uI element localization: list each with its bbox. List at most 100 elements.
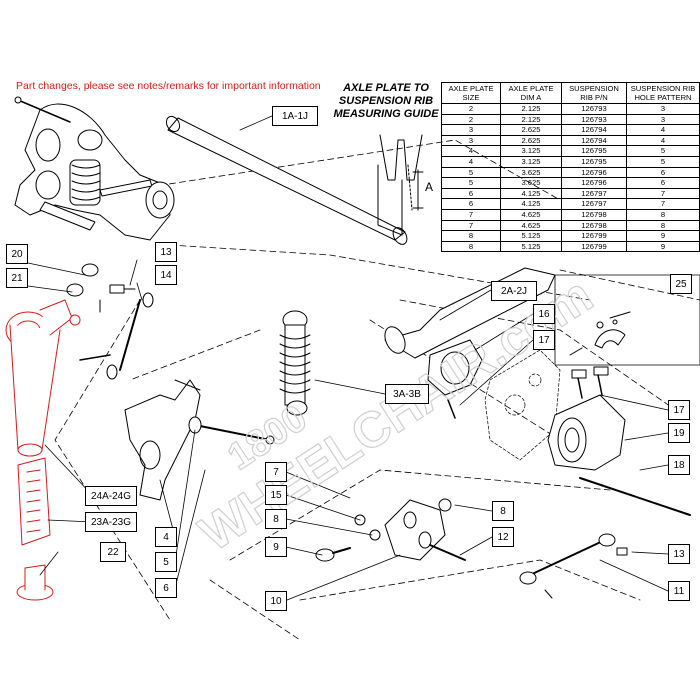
table-cell: 7 [441,208,501,221]
table-cell: 126797 [561,187,627,200]
bracket-10 [315,498,466,562]
table-cell: 5 [626,145,700,157]
table-cell: 126799 [561,240,627,253]
table-cell: 3 [626,103,700,115]
shock-absorber [279,310,311,416]
table-cell: 8 [626,208,700,221]
callout-14: 14 [155,265,177,285]
measuring-guide-sketch [377,134,424,236]
callout-7: 7 [265,462,287,482]
inset-25 [554,274,700,366]
table-cell: 126796 [561,166,627,179]
table-cell: 6 [626,177,700,189]
table-cell: 4.125 [500,198,562,210]
table-cell: 2.625 [500,124,562,136]
callout-16: 16 [533,304,555,324]
table-cell: 4 [626,134,700,147]
table-cell: 6 [441,187,501,200]
table-cell: 4.625 [500,208,562,221]
leader-lines [27,115,669,601]
table-cell: 5 [441,177,501,189]
table-cell: 126794 [561,124,627,136]
callout-4: 4 [155,527,177,547]
table-cell: 3.625 [500,166,562,179]
callout-1a-1j: 1A-1J [272,106,318,126]
table-cell: 2 [441,113,501,126]
table-cell: 126794 [561,134,627,147]
callout-8-right: 8 [492,501,514,521]
red-rib-23 [17,457,51,546]
small-hardware [66,263,154,380]
callout-15: 15 [265,485,287,505]
callout-10: 10 [265,591,287,611]
table-cell: 2 [441,103,501,115]
table-cell: 9 [626,230,700,242]
table-cell: 126795 [561,145,627,157]
table-cell: 126798 [561,208,627,221]
ghost-bracket [484,349,561,461]
callout-13-left: 13 [155,242,177,262]
callout-3a-3b: 3A-3B [385,384,429,404]
table-cell: 5 [626,155,700,168]
callout-20: 20 [6,244,28,264]
frame-casting [14,96,175,241]
table-cell: 3 [441,124,501,136]
table-cell: 126799 [561,230,627,242]
link-rod-11 [519,533,628,599]
table-cell: 4.125 [500,187,562,200]
callout-5: 5 [155,552,177,572]
axle-tube [165,115,408,245]
table-cell: 5.125 [500,240,562,253]
table-cell: 2.125 [500,103,562,115]
red-mount-24 [5,299,81,457]
measuring-guide-title: AXLE PLATE TO SUSPENSION RIB MEASURING G… [330,82,442,121]
callout-2a-2j: 2A-2J [491,281,537,301]
callout-9: 9 [265,537,287,557]
callout-11: 11 [668,581,690,601]
table-cell: 3 [441,134,501,147]
table-cell: 126795 [561,155,627,168]
callout-25: 25 [670,274,692,294]
table-cell: 126796 [561,177,627,189]
table-cell: 4 [441,145,501,157]
notice-text: Part changes, please see notes/remarks f… [16,80,321,92]
clamp-block-19 [547,366,626,471]
table-cell: 3.625 [500,177,562,189]
callout-22: 22 [100,542,126,562]
table-cell: 6 [441,198,501,210]
callout-8-left: 8 [265,509,287,529]
callout-23a-23g: 23A-23G [85,512,137,532]
dim-a-label: A [425,180,434,194]
clamp-16 [427,339,483,419]
callout-17-left: 17 [533,330,555,350]
table-cell: 2.125 [500,113,562,126]
table-cell: 9 [626,240,700,253]
table-cell: 5 [441,166,501,179]
table-cell: 7 [441,219,501,232]
table-cell: 4 [441,155,501,168]
table-cell: 7 [626,187,700,200]
table-cell: 3 [626,113,700,126]
callout-17-right: 17 [668,400,690,420]
callout-21: 21 [6,268,28,288]
bolt-5 [188,416,275,445]
callout-13-right: 13 [668,544,690,564]
